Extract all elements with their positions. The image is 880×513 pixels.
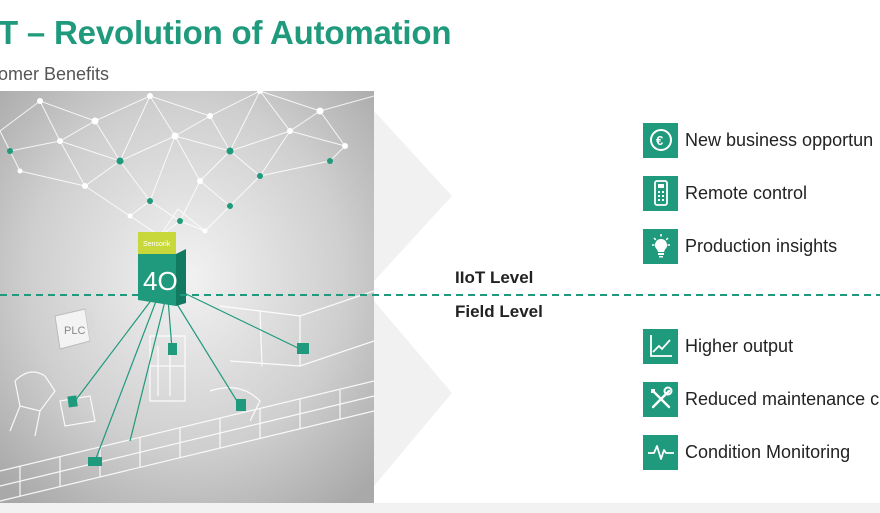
- badge-text: 4O: [143, 266, 178, 296]
- level-divider: [0, 294, 880, 296]
- benefit-new-business: € New business opportun: [643, 122, 873, 158]
- benefit-condition-monitoring: Condition Monitoring: [643, 434, 850, 470]
- remote-control-icon: [643, 175, 678, 211]
- slide-title: T – Revolution of Automation: [0, 14, 452, 51]
- euro-coin-icon: €: [643, 122, 678, 158]
- industry-4-0-device: Sensorik 4O: [138, 232, 186, 306]
- plc-label: PLC: [64, 325, 85, 337]
- wrench-screwdriver-icon: [643, 381, 678, 417]
- device-label: Sensorik: [143, 241, 171, 248]
- footer-band: [0, 503, 880, 513]
- trend-chart-icon: [643, 328, 678, 364]
- heartbeat-icon: [643, 434, 678, 470]
- benefit-reduced-maintenance: Reduced maintenance c: [643, 381, 879, 417]
- plc-box: PLC: [54, 308, 97, 350]
- svg-text:€: €: [656, 133, 663, 148]
- factory-network-illustration: PLC Sensorik 4O: [0, 91, 374, 503]
- slide-subtitle: omer Benefits: [0, 64, 110, 84]
- field-level-label: Field Level: [455, 302, 543, 321]
- lightbulb-icon: [643, 228, 678, 264]
- benefit-production-insights: Production insights: [643, 228, 837, 264]
- benefit-remote-control: Remote control: [643, 175, 807, 211]
- chevron-arrows: [374, 111, 452, 486]
- iiot-level-label: IIoT Level: [455, 268, 534, 287]
- benefit-higher-output: Higher output: [643, 328, 793, 364]
